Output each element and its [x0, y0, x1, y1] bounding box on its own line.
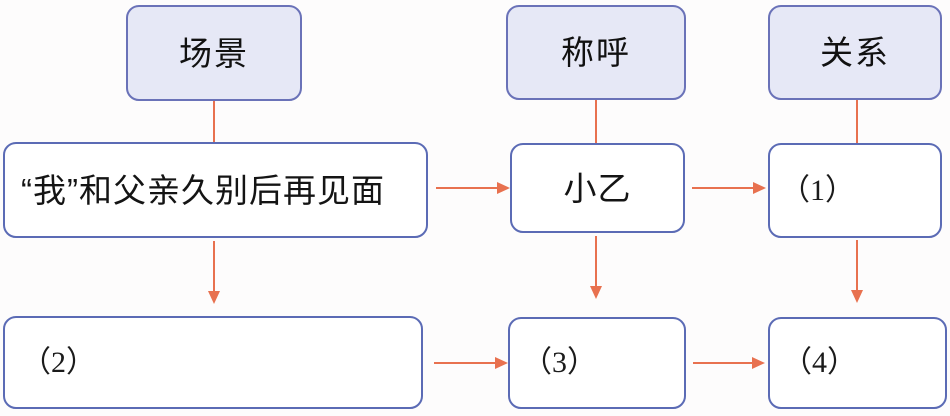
middle-box-appellation[interactable]: 小乙 — [510, 143, 685, 233]
header-box-appellation[interactable]: 称呼 — [506, 5, 686, 100]
arrow-head-middle-appellation-to-relation — [753, 182, 766, 194]
header-label-appellation: 称呼 — [561, 34, 631, 71]
arrow-head-middle-scene-to-appellation — [497, 182, 510, 194]
bottom-label-appellation: （3） — [522, 346, 597, 379]
connector-scene-header-to-middle — [213, 101, 215, 143]
arrow-line-appellation-middle-to-bottom — [595, 236, 597, 288]
middle-box-relation[interactable]: （1） — [768, 143, 942, 238]
middle-box-scene[interactable]: “我”和父亲久别后再见面 — [3, 142, 428, 238]
bottom-label-relation: （4） — [782, 346, 857, 379]
bottom-box-appellation[interactable]: （3） — [508, 317, 686, 409]
arrow-line-relation-middle-to-bottom — [856, 240, 858, 292]
header-label-relation: 关系 — [820, 34, 890, 71]
bottom-label-scene: （2） — [21, 345, 96, 379]
bottom-box-scene[interactable]: （2） — [3, 316, 423, 409]
arrow-head-bottom-appellation-to-relation — [752, 357, 765, 369]
bottom-box-relation[interactable]: （4） — [768, 317, 947, 409]
middle-label-scene: “我”和父亲久别后再见面 — [21, 171, 385, 209]
connector-appellation-header-to-middle — [595, 100, 597, 144]
arrow-head-scene-middle-to-bottom — [208, 291, 220, 304]
header-label-scene: 场景 — [179, 34, 249, 72]
connector-relation-header-to-middle — [856, 100, 858, 144]
arrow-line-middle-scene-to-appellation — [436, 187, 498, 189]
header-box-scene[interactable]: 场景 — [126, 5, 302, 101]
arrow-line-bottom-appellation-to-relation — [693, 362, 753, 364]
middle-label-relation: （1） — [780, 173, 855, 207]
arrow-line-scene-middle-to-bottom — [213, 241, 215, 293]
arrow-line-bottom-scene-to-appellation — [434, 362, 496, 364]
middle-label-appellation: 小乙 — [563, 169, 632, 207]
arrow-head-appellation-middle-to-bottom — [590, 286, 602, 299]
header-box-relation[interactable]: 关系 — [768, 5, 942, 100]
arrow-line-middle-appellation-to-relation — [692, 187, 754, 189]
arrow-head-bottom-scene-to-appellation — [495, 357, 508, 369]
arrow-head-relation-middle-to-bottom — [851, 290, 863, 303]
